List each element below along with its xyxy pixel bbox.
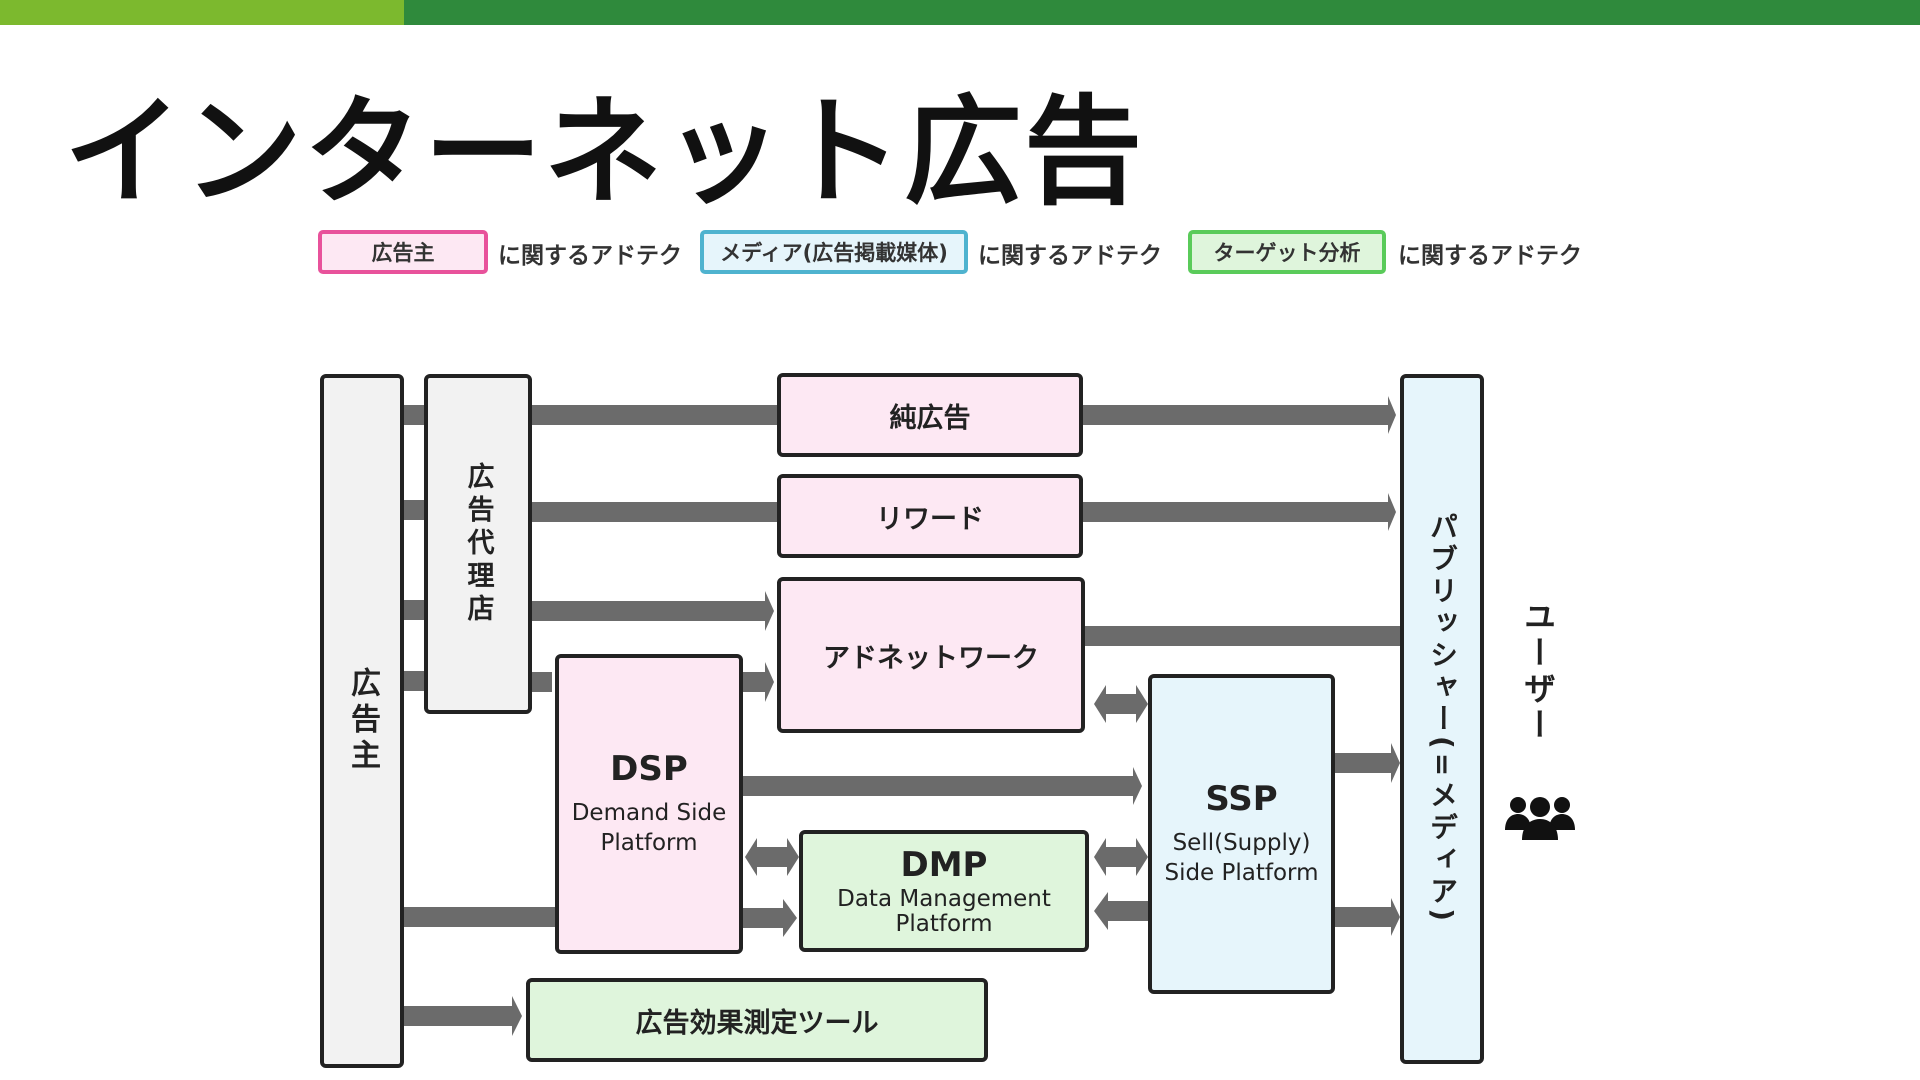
arrow-ssp-publisher-lower-head [1391,898,1400,936]
arrow-dsp-ssp-head [1133,767,1142,805]
arrow-pure-ad-publisher-head [1388,396,1396,434]
legend-advertiser-text: に関するアドテク [498,243,682,269]
arrow-advertiser-tool-shaft [404,1006,512,1026]
arrow-agency-adnetwork-head [765,591,774,631]
ssp-line2: Side Platform [1164,860,1319,886]
dmp-line2: Platform [895,911,993,937]
measurement-tool-node: 広告効果測定ツール [526,978,988,1062]
top-accent-bar-light [0,0,404,25]
user-node: ユーザー [1513,600,1563,770]
dsp-node: DSP Demand Side Platform [555,654,743,954]
arrow-dmp-ssp-head-right [1136,838,1148,876]
stub-advertiser-agency-1 [404,405,424,425]
user-label: ユーザー [1519,600,1557,744]
legend-advertiser-swatch: 広告主 [318,230,488,274]
ssp-node: SSP Sell(Supply) Side Platform [1148,674,1335,994]
stub-advertiser-agency-3 [404,600,424,620]
dmp-line1: Data Management [837,885,1051,912]
stub-agency-dsp [532,672,552,692]
arrow-dsp-dmp-shaft [757,847,787,867]
arrow-dsp-dmp-head-left [745,838,757,876]
publisher-label: パブリッシャー(=メディア) [1426,512,1459,926]
ad-network-label: アドネットワーク [823,642,1039,674]
stub-advertiser-agency-4 [404,671,424,691]
advertiser-label: 広告主 [345,667,380,775]
arrow-dsp-dmp-lower-shaft [743,908,783,928]
line-adnetwork-publisher [1085,626,1400,646]
users-icon [1505,797,1575,840]
arrow-dsp-adnetwork-shaft [740,672,765,692]
legend-target-swatch: ターゲット分析 [1188,230,1386,274]
reward-label: リワード [876,503,984,535]
arrow-dsp-dmp-lower-head [783,899,797,937]
dsp-line2: Platform [600,830,698,856]
legend-target-text: に関するアドテク [1398,243,1582,269]
agency-label: 広告代理店 [462,461,494,627]
dsp-line1: Demand Side [571,800,727,827]
publisher-node: パブリッシャー(=メディア) [1400,374,1484,1064]
legend-media-swatch: メディア(広告掲載媒体) [700,230,968,274]
arrow-pure-ad-publisher-shaft [1083,405,1388,425]
arrow-ssp-publisher-upper-shaft [1335,753,1391,773]
arrow-advertiser-tool-head [512,996,522,1036]
arrow-dsp-dmp-head-right [787,838,799,876]
arrow-dsp-ssp-shaft [743,776,1133,796]
ad-network-node: アドネットワーク [777,577,1085,733]
arrow-reward-publisher-head [1388,493,1396,531]
arrow-adnetwork-ssp-shaft [1106,694,1136,714]
arrow-adnetwork-ssp-head-right [1136,685,1148,723]
arrow-reward-publisher-shaft [1083,502,1388,522]
agency-node: 広告代理店 [424,374,532,714]
dmp-node: DMP Data Management Platform [799,830,1089,952]
arrow-dsp-adnetwork-head [765,662,774,702]
arrow-dmp-ssp-shaft [1106,847,1136,867]
arrow-advertiser-dsp [404,907,555,927]
arrow-agency-reward [532,502,777,522]
arrow-ssp-dmp-head [1094,892,1108,930]
advertiser-node: 広告主 [320,374,404,1068]
ssp-acronym: SSP [1205,779,1278,820]
measurement-tool-label: 広告効果測定ツール [635,1007,879,1039]
dsp-acronym: DSP [610,749,688,790]
pure-ad-label: 純広告 [889,402,971,434]
page-title: インターネット広告 [64,83,1145,221]
ssp-line1: Sell(Supply) [1172,830,1311,857]
arrow-adnetwork-ssp-head-left [1094,685,1106,723]
arrow-ssp-dmp-shaft [1108,901,1148,921]
arrow-dmp-ssp-head-left [1094,838,1106,876]
arrow-ssp-publisher-lower-shaft [1335,907,1391,927]
reward-node: リワード [777,474,1083,558]
pure-ad-node: 純広告 [777,373,1083,457]
arrow-ssp-publisher-upper-head [1391,743,1400,783]
legend-media-text: に関するアドテク [978,243,1162,269]
dmp-acronym: DMP [900,844,988,885]
arrow-agency-adnetwork-shaft [532,601,765,621]
top-accent-bar-dark [404,0,1920,25]
stub-advertiser-agency-2 [404,500,424,520]
arrow-agency-pure-ad [532,405,777,425]
